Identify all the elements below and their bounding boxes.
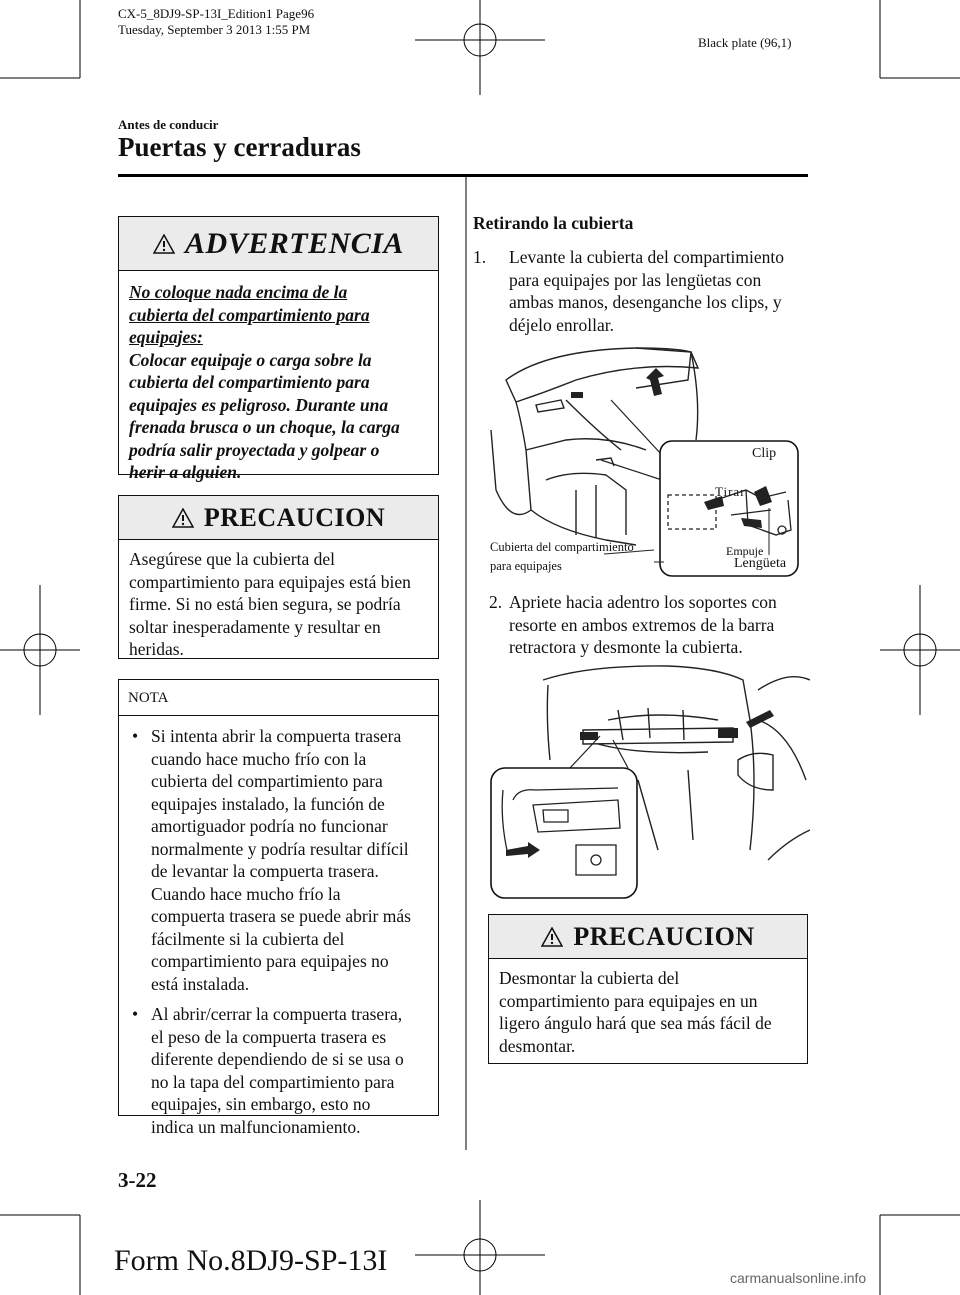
warning-triangle-icon	[541, 926, 564, 947]
warning-line: Colocar equipaje o carga sobre la	[129, 349, 372, 370]
caution-header: PRECAUCION	[119, 496, 438, 540]
note-item: • Al abrir/cerrar la compuerta trasera, …	[129, 1003, 428, 1138]
warning-line: equipajes:	[129, 327, 203, 347]
step-line: Apriete hacia adentro los soportes con	[509, 592, 777, 612]
note-line: cubierta del compartimiento para	[151, 771, 383, 791]
note-line: equipajes, sin embargo, esto no	[151, 1094, 371, 1114]
caution-line: Asegúrese que la cubierta del	[129, 549, 336, 569]
step-number: 1.	[473, 247, 487, 267]
step-line: retractora y desmonte la cubierta.	[509, 637, 743, 657]
note-line: fácilmente si la cubierta del	[151, 928, 345, 949]
label-tirar: Tirar	[715, 484, 746, 499]
step-2: 2. Apriete hacia adentro los soportes co…	[489, 591, 819, 659]
note-line: compartimiento para equipajes no	[151, 951, 389, 971]
print-slug: CX-5_8DJ9-SP-13I_Edition1 Page96 Tuesday…	[118, 6, 314, 38]
figure-retractor-removal	[488, 660, 811, 903]
caution-line: desmontar.	[499, 1035, 576, 1056]
caution-line: compartimiento para equipajes en un	[499, 990, 758, 1011]
bullet-icon: •	[132, 726, 139, 746]
label-clip: Clip	[752, 446, 777, 461]
form-number: Form No.8DJ9-SP-13I	[114, 1244, 388, 1277]
slug-line-1: CX-5_8DJ9-SP-13I_Edition1 Page96	[118, 6, 315, 21]
caution-line: soltar inesperadamente y resultar en	[129, 616, 381, 637]
step-line: Levante la cubierta del compartimiento	[509, 247, 785, 267]
caution-text: Desmontar la cubierta del compartimiento…	[489, 959, 807, 1057]
note-line: de levantar la compuerta trasera.	[151, 861, 379, 881]
figure-cover-removal: Clip Tirar Cubierta del compartimiento p…	[486, 340, 806, 580]
note-line: cuando hace mucho frío con la	[151, 748, 367, 769]
warning-header: ADVERTENCIA	[119, 217, 438, 271]
section-heading: Retirando la cubierta	[473, 213, 634, 233]
caution-header: PRECAUCION	[489, 915, 807, 959]
watermark: carmanualsonline.info	[730, 1270, 867, 1286]
warning-line: cubierta del compartimiento para	[129, 372, 370, 392]
warning-line: herir a alguien.	[129, 462, 242, 482]
step-text: Levante la cubierta del compartimiento p…	[473, 246, 818, 336]
note-title: NOTA	[119, 680, 438, 716]
warning-box: ADVERTENCIA No coloque nada encima de la…	[118, 216, 439, 482]
caution-title: PRECAUCION	[203, 502, 386, 532]
step-line: ambas manos, desenganche los clips, y	[509, 292, 782, 312]
caution-box: PRECAUCION Desmontar la cubierta del com…	[488, 914, 808, 1064]
title-rule	[118, 174, 808, 177]
note-line: normalmente y podría resultar difícil	[151, 838, 409, 859]
note-line: Al abrir/cerrar la compuerta trasera,	[151, 1004, 403, 1024]
page-number: 3-22	[118, 1168, 157, 1192]
warning-line: equipajes es peligroso. Durante una	[129, 394, 389, 415]
liftgate-illustration	[490, 347, 799, 577]
note-line: está instalada.	[151, 973, 250, 994]
warning-triangle-icon	[171, 507, 194, 528]
step-number: 2.	[489, 592, 503, 612]
note-line: equipajes instalado, la función de	[151, 793, 385, 814]
slug-line-2: Tuesday, September 3 2013 1:55 PM	[118, 22, 311, 37]
note-item: • Si intenta abrir la compuerta trasera …	[129, 725, 428, 995]
note-list: • Si intenta abrir la compuerta trasera …	[119, 716, 438, 1138]
note-line: amortiguador podría no funcionar	[151, 816, 388, 836]
label-lengueta: Lengüeta	[734, 556, 787, 571]
caution-box: PRECAUCION Asegúrese que la cubierta del…	[118, 495, 439, 659]
note-line: indica un malfuncionamiento.	[151, 1116, 361, 1137]
warning-line: No coloque nada encima de la	[129, 282, 348, 302]
label-cover: Cubierta del compartimiento para equipaj…	[490, 540, 634, 574]
label-cover-line: Cubierta del compartimiento	[490, 540, 634, 554]
note-line: diferente dependiendo de si se usa o	[151, 1049, 404, 1069]
caution-text: Asegúrese que la cubierta del compartimi…	[119, 540, 438, 661]
note-line: Si intenta abrir la compuerta trasera	[151, 726, 402, 746]
caution-line: ligero ángulo hará que sea más fácil de	[499, 1013, 772, 1033]
warning-line: podría salir proyectada y golpear o	[129, 439, 380, 460]
retractor-illustration	[490, 665, 811, 903]
plate-label: Black plate (96,1)	[698, 35, 792, 50]
warning-line: frenada brusca o un choque, la carga	[129, 417, 400, 437]
bullet-icon: •	[132, 1004, 139, 1024]
caution-line: firme. Si no está bien segura, se podría	[129, 594, 401, 614]
section-kicker: Antes de conducir	[118, 117, 219, 132]
note-line: Cuando hace mucho frío la	[151, 883, 341, 904]
note-line: compuerta trasera se puede abrir más	[151, 906, 411, 926]
warning-text: No coloque nada encima de la cubierta de…	[119, 271, 438, 484]
warning-triangle-icon	[153, 233, 176, 254]
step-1: 1. Levante la cubierta del compartimient…	[473, 246, 818, 336]
caution-line: Desmontar la cubierta del	[499, 968, 680, 988]
label-empuje: Empuje	[726, 544, 764, 558]
step-line: déjelo enrollar.	[509, 314, 614, 335]
step-text: Apriete hacia adentro los soportes con r…	[489, 591, 819, 659]
warning-title: ADVERTENCIA	[185, 226, 404, 260]
note-box: NOTA • Si intenta abrir la compuerta tra…	[118, 679, 439, 1137]
caution-line: compartimiento para equipajes está bien	[129, 571, 411, 592]
label-cover-line: para equipajes	[490, 559, 562, 573]
note-line: no la tapa del compartimiento para	[151, 1071, 395, 1092]
step-line: resorte en ambos extremos de la barra	[509, 614, 775, 635]
step-line: para equipajes por las lengüetas con	[509, 269, 762, 290]
warning-line: cubierta del compartimiento para	[129, 304, 370, 325]
caution-title: PRECAUCION	[573, 921, 755, 951]
caution-line: heridas.	[129, 639, 184, 659]
page-title: Puertas y cerraduras	[118, 132, 361, 162]
note-line: el peso de la compuerta trasera es	[151, 1026, 387, 1047]
